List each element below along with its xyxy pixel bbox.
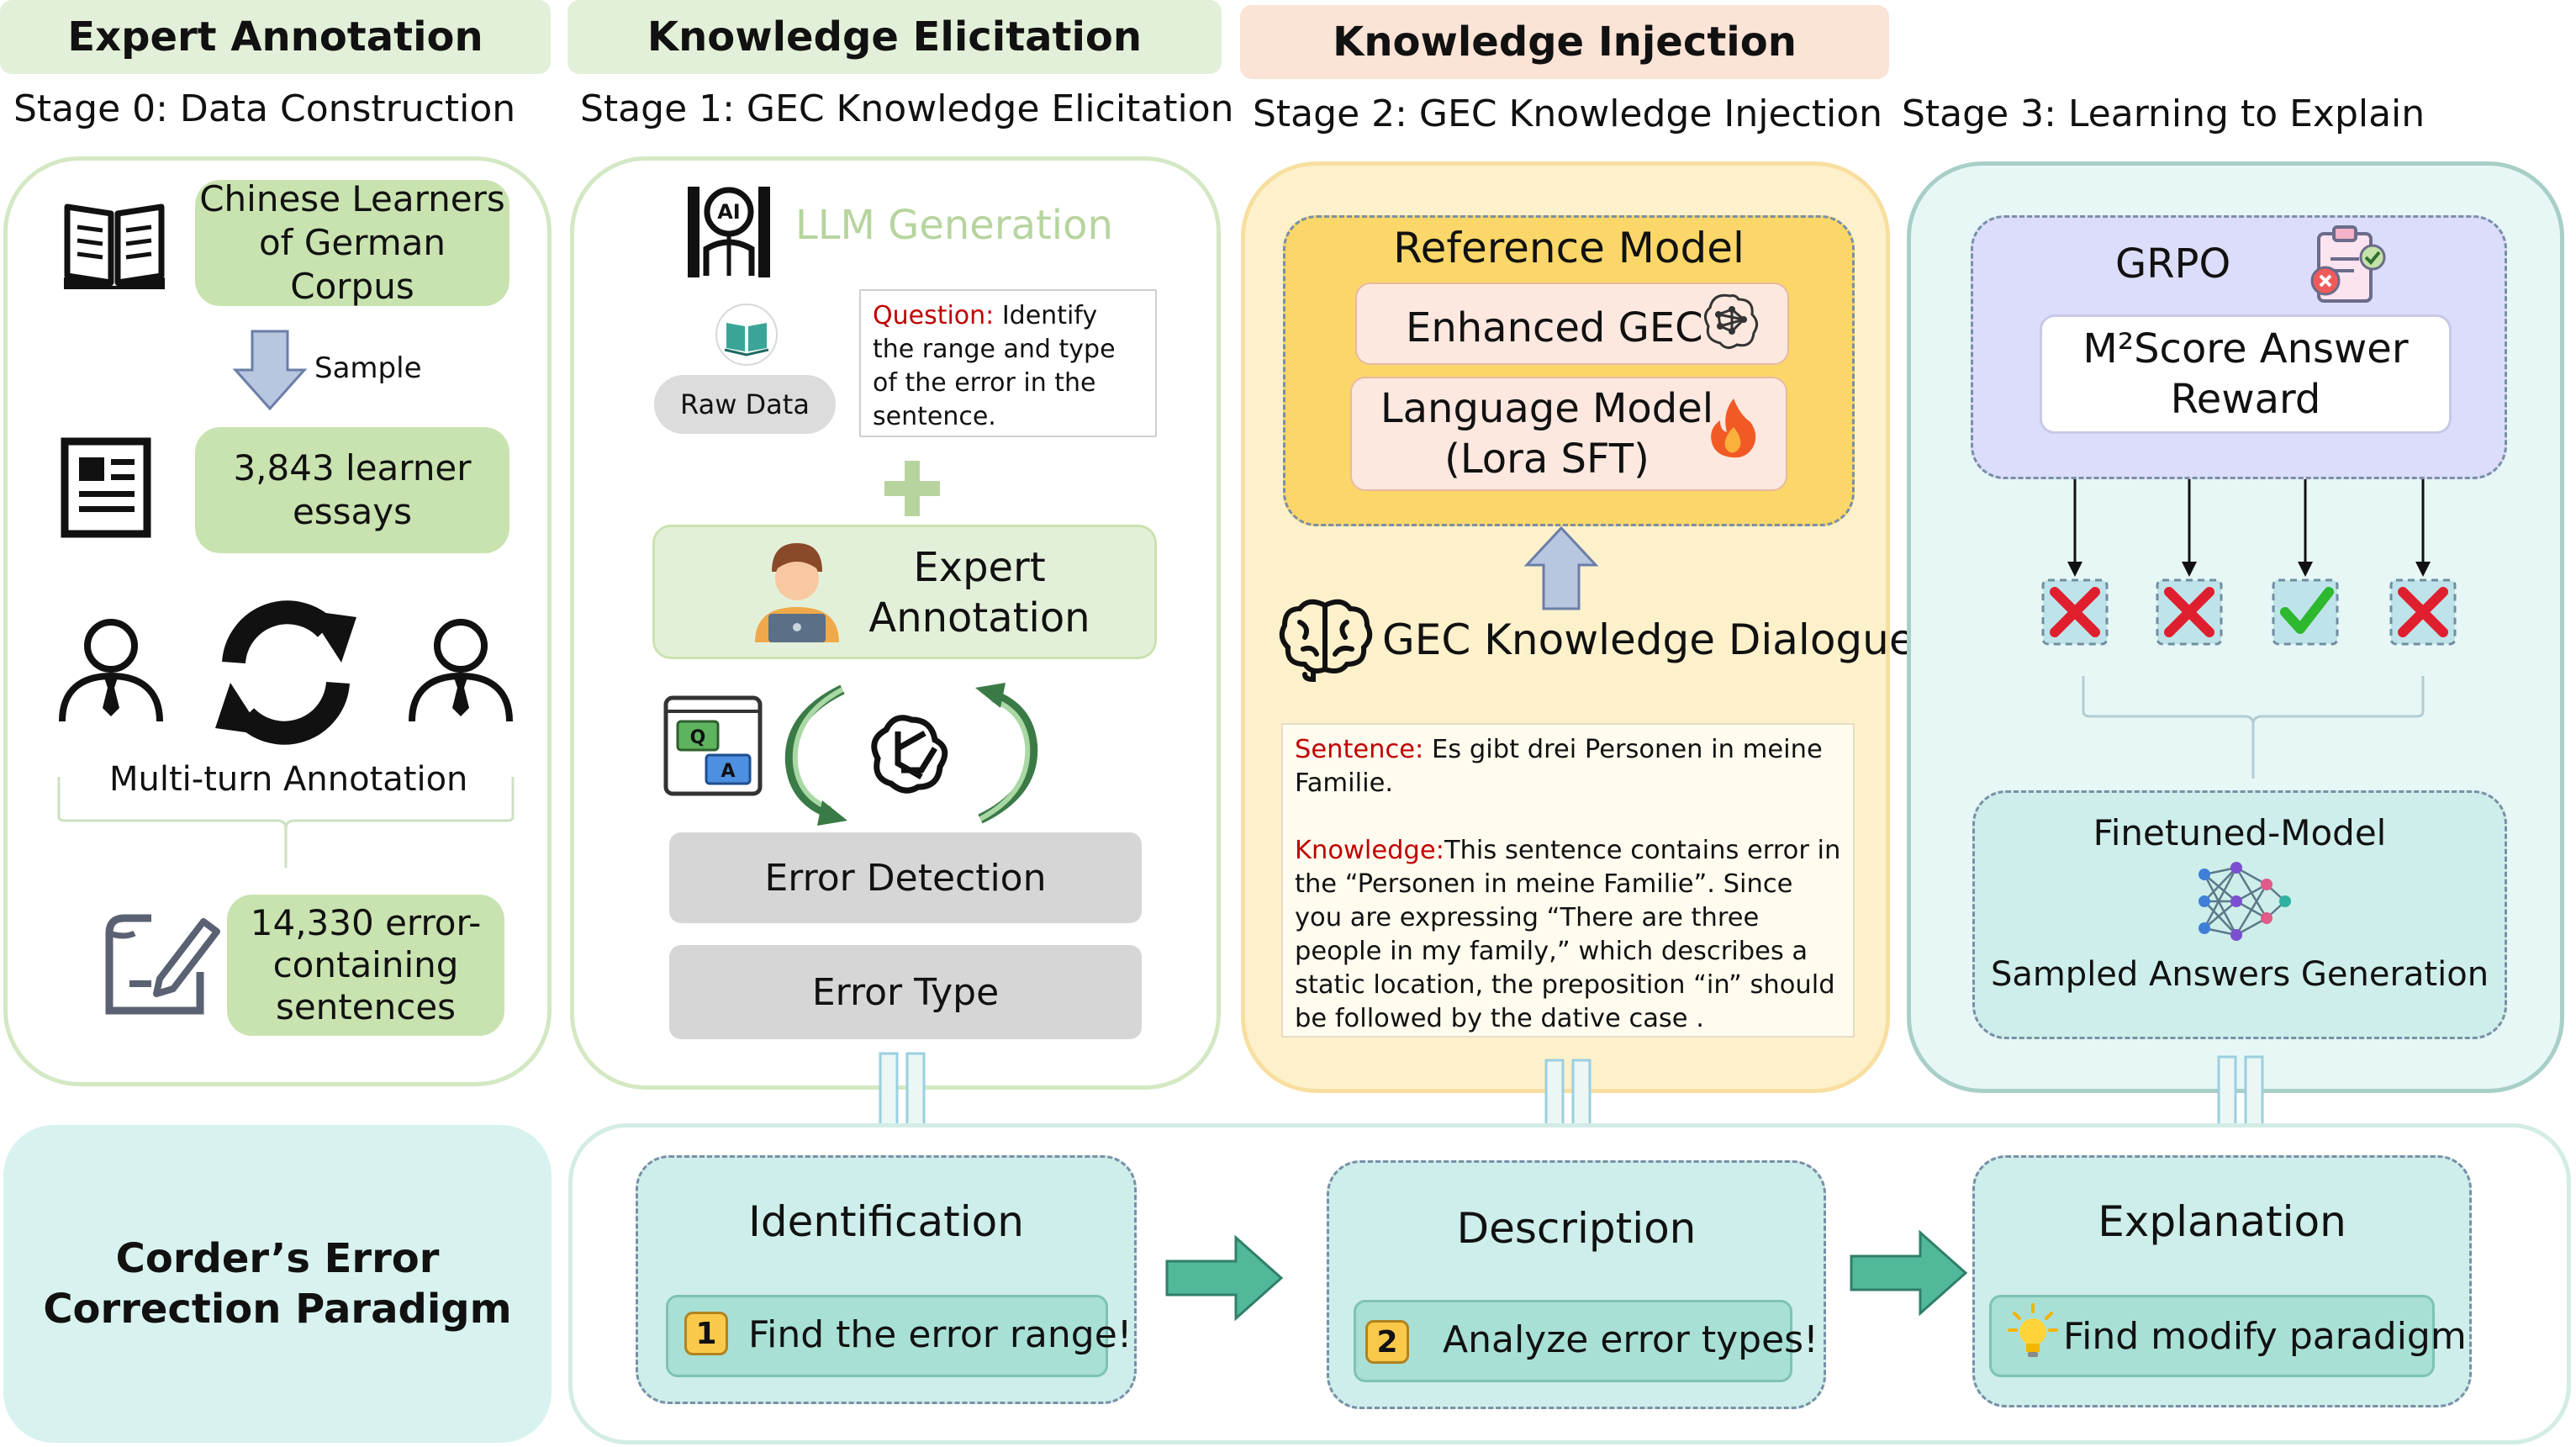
explanation-title: Explanation [2098,1197,2346,1246]
right-curved-arrow [975,683,1038,824]
finetuned-model-label: Finetuned-Model [2093,812,2387,853]
sentence-text: Es gibt drei Personen in meine Familie. [1295,735,1823,798]
reward-arrow-head [2415,562,2431,577]
lightbulb-icon [2008,1303,2058,1357]
expert-person-icon [755,543,839,642]
question-text: Identify the range and type of the error… [873,301,1116,431]
connector-stage3 [2217,1055,2264,1146]
question-label: Question: [873,301,995,330]
stage-2-label: Stage 2: GEC Knowledge Injection [1253,92,1883,135]
identification-action-box [666,1295,1108,1377]
enhanced-gec-text: Enhanced GEC [1406,304,1703,351]
book-icon [64,203,165,289]
identification-action-text: Find the error range! [748,1313,1132,1356]
stage-0-label: Stage 0: Data Construction [13,87,516,130]
step-2-number-badge: 2 [1365,1320,1409,1364]
description-action-text: Analyze error types! [1443,1318,1819,1361]
dialogue-label: GEC Knowledge Dialogue [1382,615,1915,664]
chatgpt-knot-icon [871,715,948,794]
multi-turn-brace [57,777,515,868]
error-detection-box: Error Detection [669,832,1142,923]
sample-label: Sample [314,351,422,385]
plus-icon [884,461,940,516]
neural-network-icon [2199,862,2291,941]
sampled-answers-label: Sampled Answers Generation [1990,955,2489,994]
svg-text:AI: AI [717,200,741,224]
identification-title: Identification [748,1197,1024,1246]
reward-arrow-head [2298,562,2313,577]
raw-data-pill: Raw Data [654,375,836,434]
step-1-number-badge: 1 [684,1312,728,1355]
stage-3-label: Stage 3: Learning to Explain [1902,92,2426,135]
knowledge-injection-header: Knowledge Injection [1240,5,1889,79]
cross-icon [2164,587,2214,637]
reward-arrow-head [2067,562,2082,577]
explanation-action-box [1989,1295,2435,1377]
injection-up-arrow [1523,525,1599,610]
raw-data-book-icon [715,304,778,366]
explanation-action-text: Find modify paradigm [2063,1315,2467,1358]
llm-generation-label: LLM Generation [795,202,1113,249]
reward-box: M²Score Answer Reward [2040,314,2452,434]
error-type-box: Error Type [669,945,1142,1039]
paradigm-title-box: Corder’s Error Correction Paradigm [3,1125,552,1443]
knowledge-elicitation-header: Knowledge Elicitation [567,0,1222,74]
expert-annotation-header: Expert Annotation [0,0,551,74]
annotator-right-icon [409,619,513,722]
step-arrow-2 [1850,1229,1968,1317]
sample-arrow [232,330,308,411]
description-action-box [1354,1300,1792,1382]
question-box: Question: Identify the range and type of… [859,289,1157,437]
finetuned-model-box [1972,790,2507,1039]
grpo-label: GRPO [2115,240,2231,288]
sentence-line: Sentence: Es gibt drei Personen in meine… [1295,733,1841,800]
sentences-box: 14,330 error- containing sentences [227,895,504,1036]
dialogue-example-box: Sentence: Es gibt drei Personen in meine… [1281,723,1855,1038]
reference-model-title: Reference Model [1393,224,1745,272]
knowledge-line: Knowledge:This sentence contains error i… [1295,834,1841,1036]
svg-text:Q: Q [690,727,706,748]
stage-1-label: Stage 1: GEC Knowledge Elicitation [580,87,1234,130]
qa-chat-icon: Q A [663,695,763,796]
expert-annotation-text: Expert Annotation [868,544,1090,642]
cross-icon [2398,587,2448,637]
knowledge-label: Knowledge: [1295,836,1444,865]
clipboard-reward-icon [2310,225,2386,303]
essays-box: 3,843 learner essays [195,427,509,553]
document-icon [61,437,151,538]
fire-icon [1711,399,1756,458]
check-icon [2280,587,2334,634]
corpus-box: Chinese Learners of German Corpus [195,178,509,307]
expert-annotation-header-text: Expert Annotation [67,13,483,61]
left-curved-arrow [784,684,847,826]
annotator-left-icon [59,619,163,722]
edit-document-icon [105,914,220,1015]
reward-arrow-head [2182,562,2197,577]
step-arrow-1 [1165,1234,1284,1322]
outcome-brace [2082,676,2425,779]
svg-text:A: A [721,761,735,782]
multi-turn-label: Multi-turn Annotation [106,760,472,799]
knowledge-elicitation-header-text: Knowledge Elicitation [647,13,1143,61]
brain-network-icon [1704,293,1758,349]
language-model-text: Language Model (Lora SFT) [1380,385,1714,483]
cross-icon [2050,587,2100,637]
sentence-label: Sentence: [1295,735,1424,764]
expert-annotation-box [652,525,1157,659]
knowledge-text: This sentence contains error in the “Per… [1295,836,1841,1033]
sync-icon [215,600,356,745]
knowledge-injection-header-text: Knowledge Injection [1333,18,1797,66]
brain-icon [1279,599,1373,683]
ai-robot-icon: AI [688,187,770,277]
description-title: Description [1456,1204,1697,1253]
